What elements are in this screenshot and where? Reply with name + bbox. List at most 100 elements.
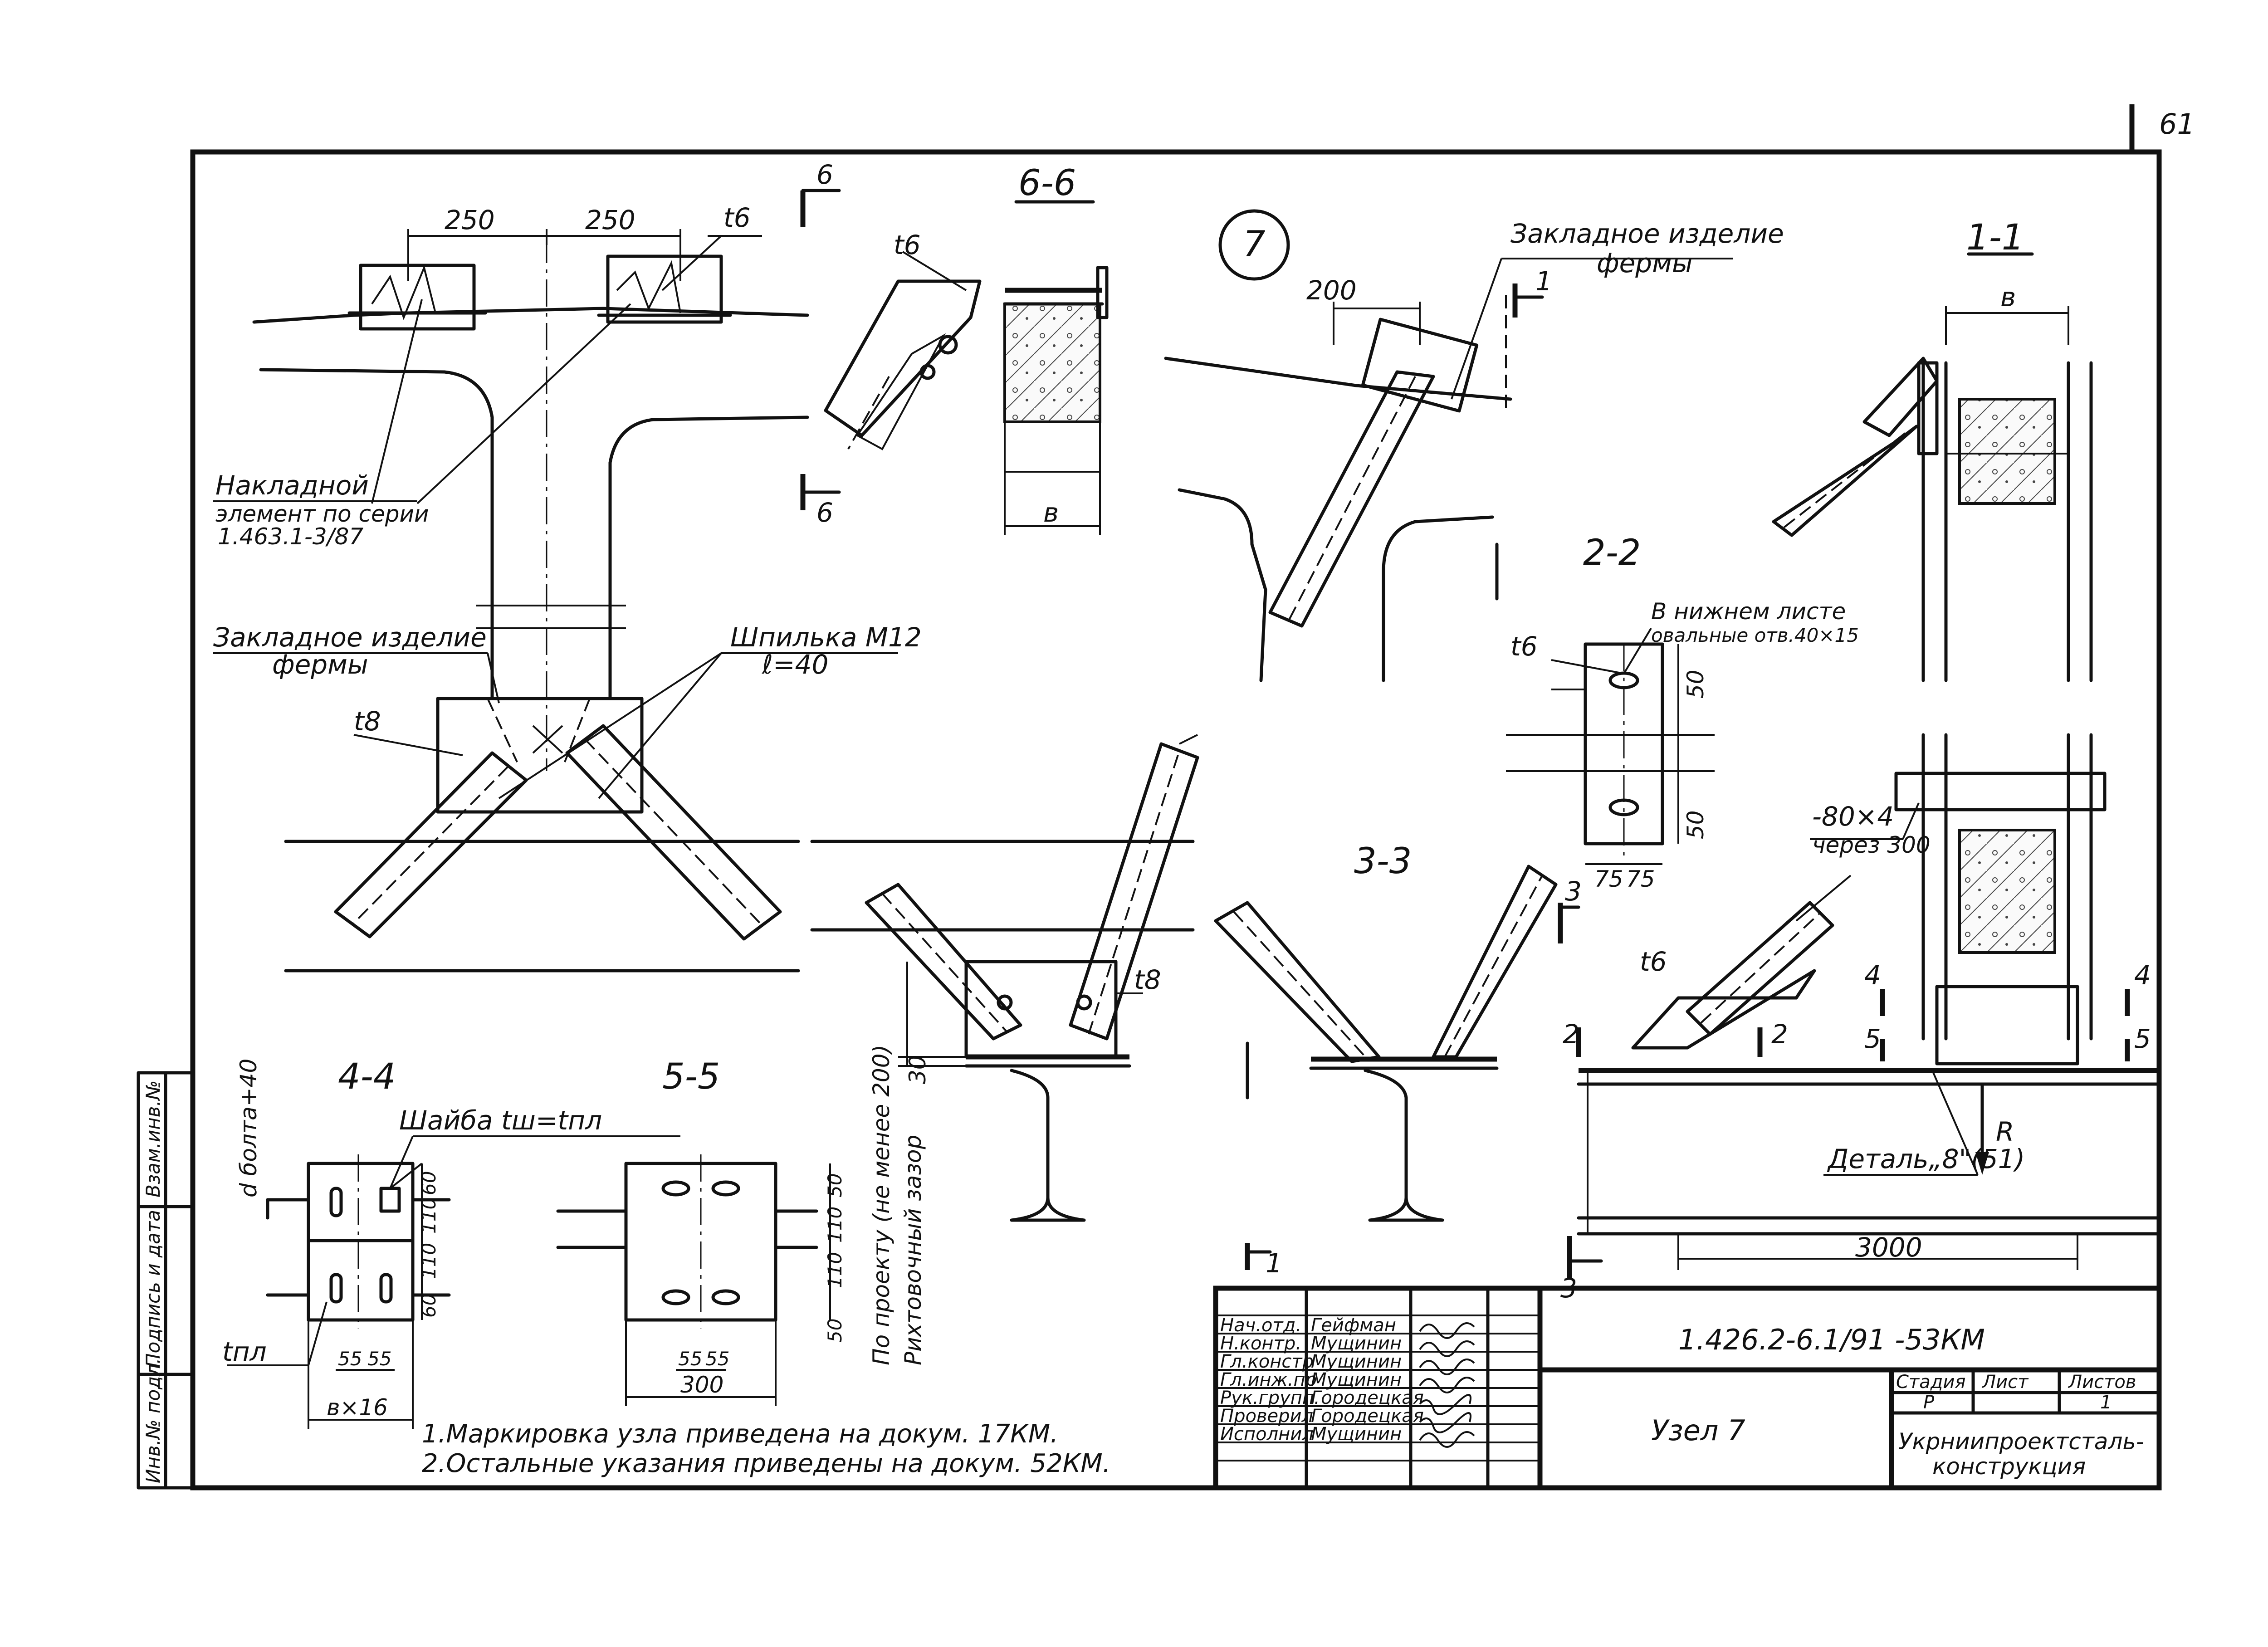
label-t6-66: t6 (894, 230, 921, 260)
side-stamp: Взам.инв.№ Подпись и дата Инв.№ подл. (142, 1080, 164, 1483)
section-1-1 (1567, 252, 2161, 1279)
label-detal: Деталь„8"(51) (1827, 1144, 2025, 1174)
dim-50-b: 50 (1682, 810, 1709, 839)
tb-sheets-label: Листов (2068, 1372, 2136, 1393)
dim-110-a: 110 (418, 1197, 440, 1234)
title-block (1213, 1285, 2162, 1491)
dim-50-a: 50 (1682, 670, 1709, 699)
dim-3000: 3000 (1855, 1232, 1922, 1263)
dim-300: 300 (680, 1372, 723, 1398)
label-plate-1: -80×4 (1812, 801, 1894, 832)
label-shaiba: Шайба tш=tпл (399, 1105, 602, 1136)
tb-role-5: Проверил (1220, 1406, 1313, 1427)
view-ibeam-node (810, 734, 1199, 1222)
tb-name-4: Городецкая (1311, 1388, 1424, 1408)
label-nizhnem-1: В нижнем листе (1651, 598, 1846, 625)
node-number: 7 (1243, 224, 1266, 265)
cut-3-top: 3 (1565, 876, 1582, 907)
title-4-4: 4-4 (338, 1056, 396, 1097)
tb-role-3: Гл.инж.пр (1220, 1369, 1317, 1390)
side-stamp-inventory: Инв.№ подл. (142, 1358, 164, 1483)
tb-role-2: Гл.констр (1220, 1351, 1314, 1372)
dim-110-d: 110 (824, 1252, 846, 1288)
dim-110-b: 110 (418, 1243, 440, 1279)
note-1: 1.Маркировка узла приведена на докум. 17… (422, 1419, 1058, 1449)
section-6-6 (800, 189, 1109, 535)
section-4-4 (227, 1135, 680, 1429)
dim-75-a: 75 (1594, 866, 1623, 892)
tb-org-2: конструкция (1932, 1453, 2086, 1480)
cut-5-left: 5 (1864, 1023, 1881, 1054)
dim-b-11: в (2000, 282, 2016, 313)
cut-6-bottom: 6 (816, 497, 833, 528)
dim-55-b: 55 (367, 1348, 391, 1370)
label-po-proektu: По проекту (не менее 200) (868, 1045, 894, 1365)
side-stamp-signature: Подпись и дата (142, 1210, 164, 1368)
tb-role-6: Исполнил (1220, 1424, 1314, 1445)
label-nakladnoy-3: 1.463.1-3/87 (218, 523, 363, 550)
label-nakladnoy-1: Накладной (215, 470, 369, 501)
sheet-frame (137, 104, 2162, 1491)
label-zakladnoe-left-2: фермы (272, 649, 368, 680)
label-t6-top: t6 (723, 202, 751, 233)
label-plate-2: через 300 (1812, 832, 1931, 858)
cut-4-left: 4 (1864, 960, 1881, 991)
title-2-2: 2-2 (1583, 533, 1641, 573)
label-zakladnoe-top-1: Закладное изделие (1510, 218, 1784, 249)
section-2-2 (1506, 627, 1715, 865)
label-reaction: R (1996, 1116, 2014, 1147)
title-1-1: 1-1 (1966, 217, 2024, 258)
dim-50-c: 50 (824, 1173, 846, 1197)
note-2: 2.Остальные указания приведены на докум.… (422, 1449, 1110, 1478)
tb-sheets: 1 (2100, 1392, 2112, 1413)
cut-1-top: 1 (1535, 266, 1552, 297)
label-tpl: tпл (222, 1336, 267, 1367)
section-5-5 (556, 1154, 831, 1406)
tb-role-1: Н.контр. (1220, 1333, 1301, 1354)
page-number: 61 (2159, 108, 2195, 141)
title-6-6: 6-6 (1018, 163, 1076, 204)
cut-2-right: 2 (1771, 1019, 1788, 1050)
tb-name-6: Мущинин (1311, 1424, 1402, 1445)
dim-30: 30 (904, 1055, 931, 1084)
view-node-top (1164, 258, 1733, 682)
view-bottom-node (213, 601, 898, 973)
label-zakladnoe-top-2: фермы (1597, 248, 1693, 279)
label-t8-mid: t8 (1134, 964, 1161, 995)
tb-role-0: Нач.отд. (1220, 1315, 1301, 1336)
dim-75-b: 75 (1626, 866, 1655, 892)
node-circle (1218, 209, 1290, 281)
dim-250-right: 250 (585, 205, 635, 235)
dim-55-c: 55 (678, 1348, 702, 1370)
tb-role-4: Рук.групп. (1220, 1388, 1320, 1408)
side-stamp-replacement: Взам.инв.№ (142, 1080, 164, 1197)
label-t8-left: t8 (354, 706, 381, 737)
label-t6-22: t6 (1510, 631, 1538, 662)
label-nizhnem-2: овальные отв.40×15 (1651, 624, 1859, 646)
cut-1-bottom: 1 (1266, 1248, 1282, 1279)
tb-name-2: Мущинин (1311, 1351, 1402, 1372)
label-zakladnoe-left-1: Закладное изделие (213, 622, 487, 653)
dim-50-d: 50 (824, 1319, 846, 1343)
cut-4-right: 4 (2134, 960, 2151, 991)
dim-b-66: в (1043, 497, 1059, 528)
tb-stage-label: Стадия (1896, 1372, 1965, 1393)
dim-55-a: 55 (338, 1348, 362, 1370)
tb-name-3: Мущинин (1311, 1369, 1402, 1390)
tb-name-0: Гейфман (1311, 1315, 1396, 1336)
dim-60-a: 60 (418, 1171, 440, 1195)
tb-doc-code: 1.426.2-6.1/91 -53КМ (1678, 1323, 1985, 1356)
title-5-5: 5-5 (662, 1056, 720, 1097)
tb-stage: Р (1923, 1392, 1935, 1413)
dim-55-d: 55 (705, 1348, 729, 1370)
dim-d-bolt: d болта+40 (235, 1059, 262, 1197)
label-shpilka-2: ℓ=40 (762, 649, 828, 680)
cut-2-left: 2 (1563, 1019, 1579, 1050)
tb-name-1: Мущинин (1311, 1333, 1402, 1354)
dim-250-left: 250 (445, 205, 495, 235)
tb-title: Узел 7 (1651, 1414, 1745, 1447)
section-3-3 (1214, 542, 1580, 1270)
tb-org-1: Укрниипроектсталь- (1898, 1428, 2144, 1455)
dim-200: 200 (1306, 275, 1357, 306)
